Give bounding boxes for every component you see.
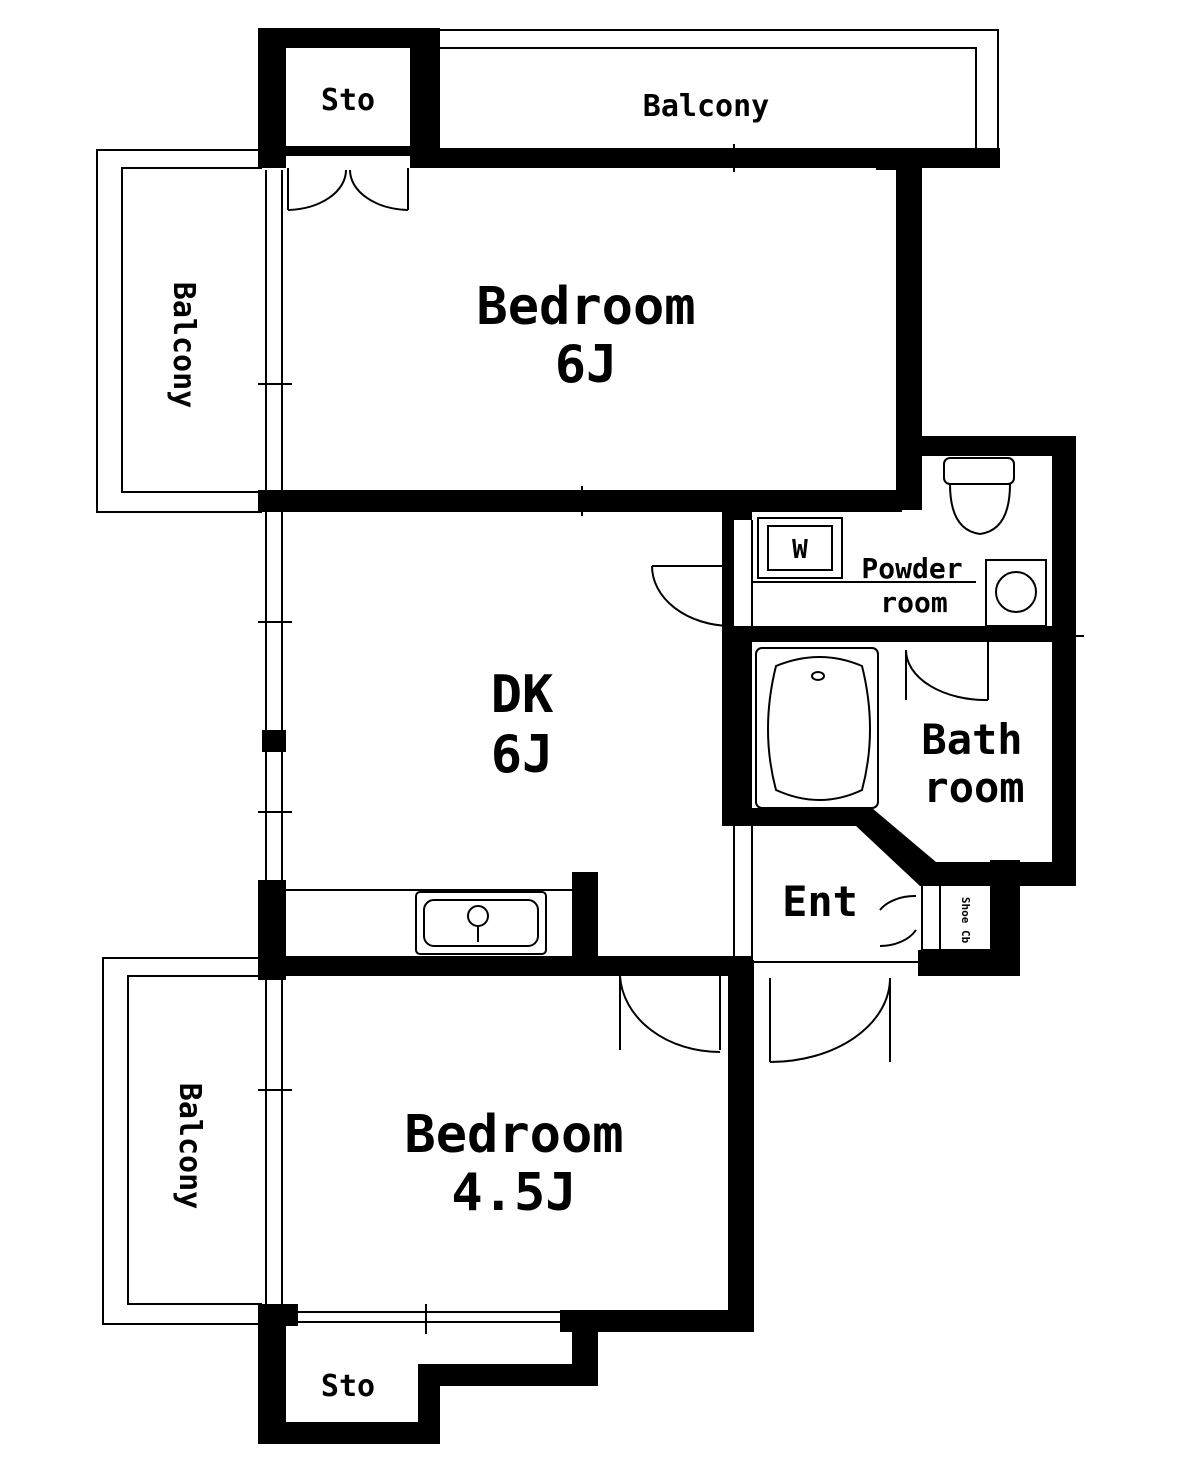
label-powder-room-line1: Powder xyxy=(861,552,962,585)
label-bath-room-line1: Bath xyxy=(921,715,1022,764)
toilet-icon xyxy=(943,457,1015,485)
room-labels: Sto Balcony Balcony Bedroom 6J DK 6J W P… xyxy=(166,83,1025,1404)
label-entrance: Ent xyxy=(782,877,858,926)
label-bedroom-lower-name: Bedroom xyxy=(404,1105,623,1165)
balcony-left-lower-outline xyxy=(102,957,262,1325)
label-storage-top: Sto xyxy=(321,83,375,118)
washbasin-icon xyxy=(985,559,1047,627)
label-balcony-top: Balcony xyxy=(643,89,769,124)
walls xyxy=(258,28,1076,1444)
label-balcony-left-upper: Balcony xyxy=(166,282,201,408)
label-dk-name: DK xyxy=(491,665,554,725)
label-storage-bottom: Sto xyxy=(321,1369,375,1404)
window-lines xyxy=(258,144,1084,1334)
shoe-cabinet-icon xyxy=(921,883,995,951)
label-shoe-storage: Shoe Cb xyxy=(959,897,972,944)
washer-icon xyxy=(757,517,843,579)
label-bedroom-upper-name: Bedroom xyxy=(476,277,695,337)
kitchen-sink-icon xyxy=(415,891,547,955)
balcony-top-outline xyxy=(438,29,999,148)
label-bedroom-lower-size: 4.5J xyxy=(451,1163,576,1223)
balcony-left-upper-outline xyxy=(96,149,262,513)
bathtub-icon xyxy=(755,647,879,809)
door-swings xyxy=(287,168,989,1063)
label-bedroom-upper-size: 6J xyxy=(555,335,618,395)
label-balcony-left-lower: Balcony xyxy=(172,1083,207,1209)
fixtures xyxy=(286,457,1047,955)
label-dk-size: 6J xyxy=(491,725,554,785)
label-powder-room-line2: room xyxy=(880,586,947,619)
label-washer: W xyxy=(792,535,808,565)
label-bath-room-line2: room xyxy=(923,763,1024,812)
